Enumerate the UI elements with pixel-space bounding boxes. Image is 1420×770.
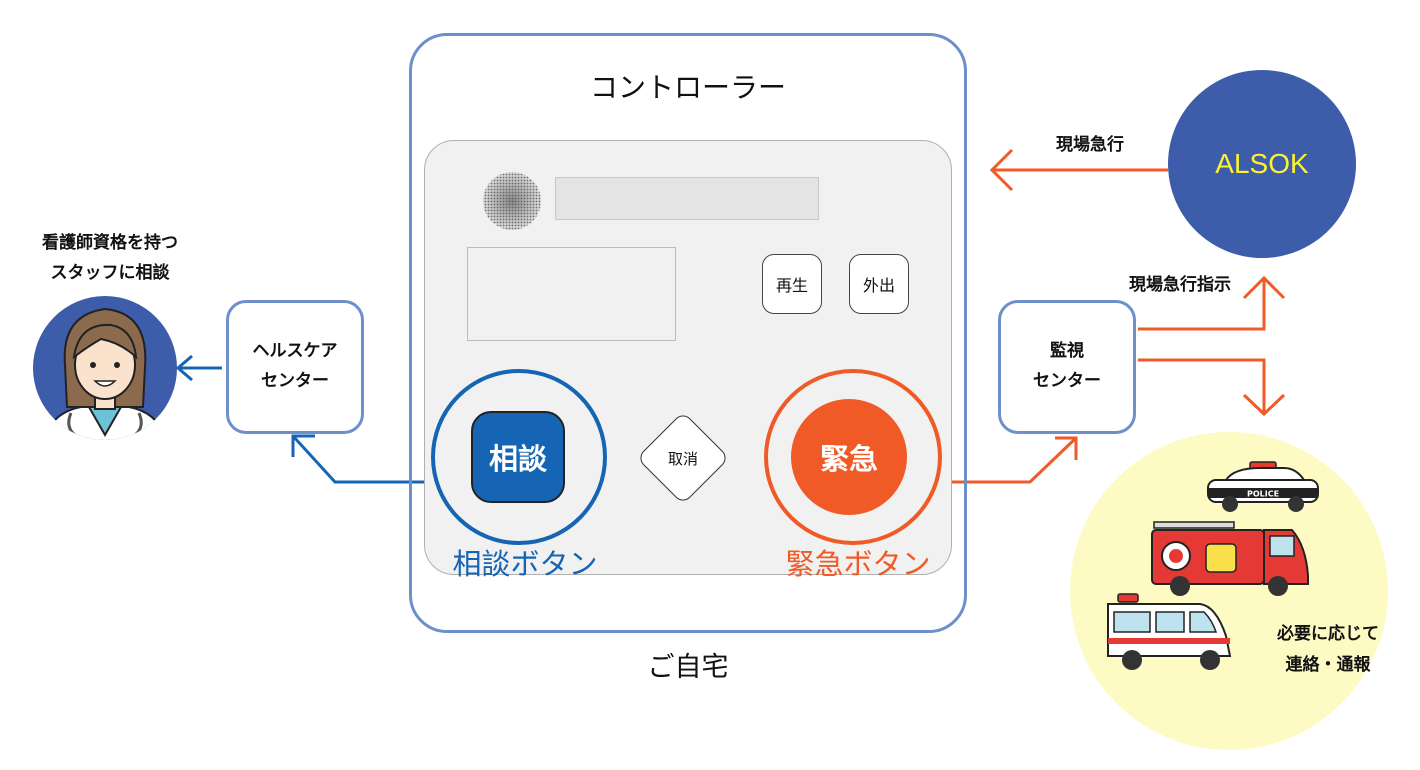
arrow-monitoring-to-alsok	[1138, 278, 1266, 331]
services-line2: 連絡・通報	[1285, 655, 1371, 675]
arrow-monitoring-to-services	[1138, 358, 1266, 414]
healthcare-center-line2: センター	[261, 371, 329, 391]
emergency-button-ring	[764, 369, 942, 545]
arrow-emergency-to-monitoring	[944, 436, 1078, 484]
nurse-caption-line2: スタッフに相談	[50, 263, 170, 283]
home-label: ご自宅	[647, 652, 729, 683]
emergency-button-caption: 緊急ボタン	[785, 547, 931, 581]
services-line1: 必要に応じて	[1277, 624, 1379, 644]
monitoring-center-box: 監視 センター	[998, 300, 1136, 434]
fire-truck-icon	[1151, 521, 1309, 596]
consult-button[interactable]: 相談	[471, 411, 565, 503]
away-button[interactable]: 外出	[849, 254, 909, 314]
consult-button-ring	[431, 369, 607, 545]
cancel-label: 取消	[667, 449, 698, 468]
screen-panel	[467, 247, 676, 341]
ambulance-icon	[1107, 593, 1232, 670]
display-bar	[555, 177, 819, 220]
speaker-icon	[483, 172, 541, 230]
controller-title: コントローラー	[589, 71, 786, 104]
monitoring-center-line1: 監視	[1050, 341, 1084, 362]
arrow-consult-to-healthcare	[291, 434, 436, 484]
home-frame	[409, 33, 967, 633]
consult-button-caption: 相談ボタン	[452, 547, 598, 581]
healthcare-center-line1: ヘルスケア	[252, 341, 338, 362]
emergency-button[interactable]: 緊急	[791, 399, 907, 515]
play-button[interactable]: 再生	[762, 254, 822, 314]
rush-label: 現場急行	[1056, 135, 1124, 155]
monitoring-center-line2: センター	[1033, 371, 1101, 391]
alsok-circle: ALSOK	[1168, 70, 1356, 258]
police-text: POLICE	[1247, 490, 1279, 499]
nurse-avatar-icon	[33, 296, 177, 440]
instruct-label: 現場急行指示	[1129, 275, 1231, 295]
police-car-icon: POLICE	[1207, 461, 1319, 512]
nurse-caption-line1: 看護師資格を持つ	[42, 233, 178, 253]
healthcare-center-box: ヘルスケア センター	[226, 300, 364, 434]
